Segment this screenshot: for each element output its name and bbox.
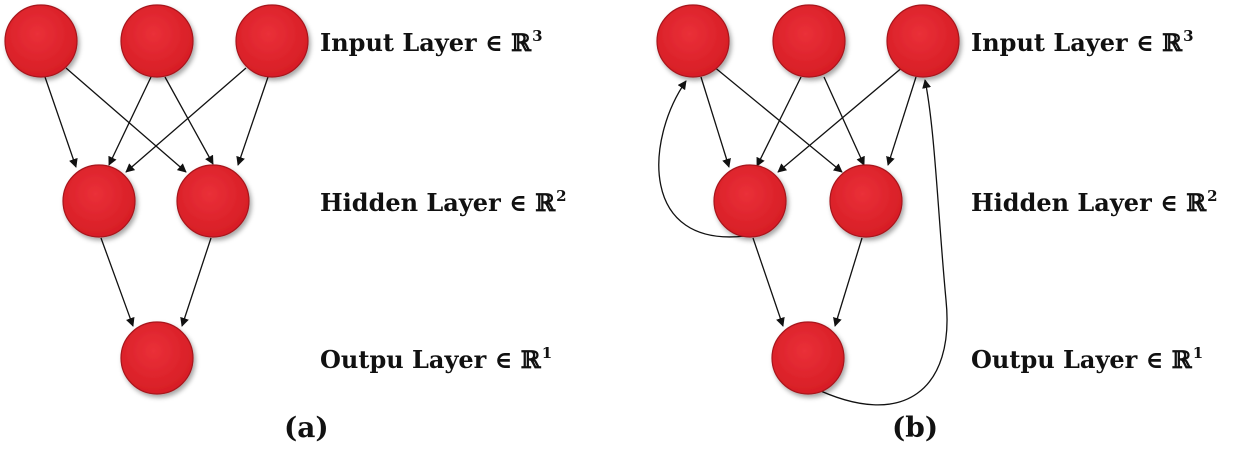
panel-b-caption: (b) (892, 411, 939, 444)
node-a-input-2 (120, 4, 194, 78)
edge-a-in1-h2 (65, 67, 187, 173)
panel-a-network (4, 4, 309, 395)
edge-a-h2-out (180, 237, 212, 327)
panel-a-output-layer-label: Outpu Layer ∈ ℝ1 (320, 344, 553, 374)
edge-a-in3-h1 (125, 67, 247, 173)
node-a-input-1 (4, 4, 78, 78)
edge-b-h2-out (833, 237, 863, 327)
node-b-input-3 (886, 4, 960, 78)
node-b-hidden-2 (829, 164, 903, 238)
edge-b-feedback-out-to-in3 (811, 79, 948, 406)
edge-b-in2-h2 (823, 76, 865, 166)
edge-b-in2-h1 (756, 76, 802, 167)
edge-a-in1-h1 (44, 76, 78, 168)
edge-b-feedback-h1-to-in1 (658, 80, 746, 238)
panel-a-input-layer-label: Input Layer ∈ ℝ3 (320, 27, 543, 57)
node-b-hidden-1 (713, 164, 787, 238)
edge-a-in2-h1 (108, 76, 152, 166)
panel-a-caption: (a) (284, 411, 329, 444)
node-a-output (120, 321, 194, 395)
edge-b-in3-h2 (886, 76, 917, 166)
edge-b-h1-out (752, 237, 785, 327)
edge-b-in1-h1 (700, 76, 731, 168)
edge-a-in2-h2 (164, 76, 214, 165)
edge-a-h1-out (100, 237, 135, 327)
node-b-input-2 (772, 4, 846, 78)
edge-b-in3-h1 (777, 65, 905, 173)
node-a-input-3 (235, 4, 309, 78)
node-a-hidden-2 (176, 164, 250, 238)
panel-b-hidden-layer-label: Hidden Layer ∈ ℝ2 (971, 187, 1218, 217)
edge-b-in1-h2 (712, 65, 843, 173)
panel-b-output-layer-label: Outpu Layer ∈ ℝ1 (971, 344, 1204, 374)
panel-a-hidden-layer-label: Hidden Layer ∈ ℝ2 (320, 187, 567, 217)
edge-a-in3-h2 (236, 76, 269, 166)
node-b-input-1 (656, 4, 730, 78)
node-b-output (771, 321, 845, 395)
panel-b-input-layer-label: Input Layer ∈ ℝ3 (971, 27, 1194, 57)
panel-b-network (656, 4, 960, 406)
node-a-hidden-1 (62, 164, 136, 238)
